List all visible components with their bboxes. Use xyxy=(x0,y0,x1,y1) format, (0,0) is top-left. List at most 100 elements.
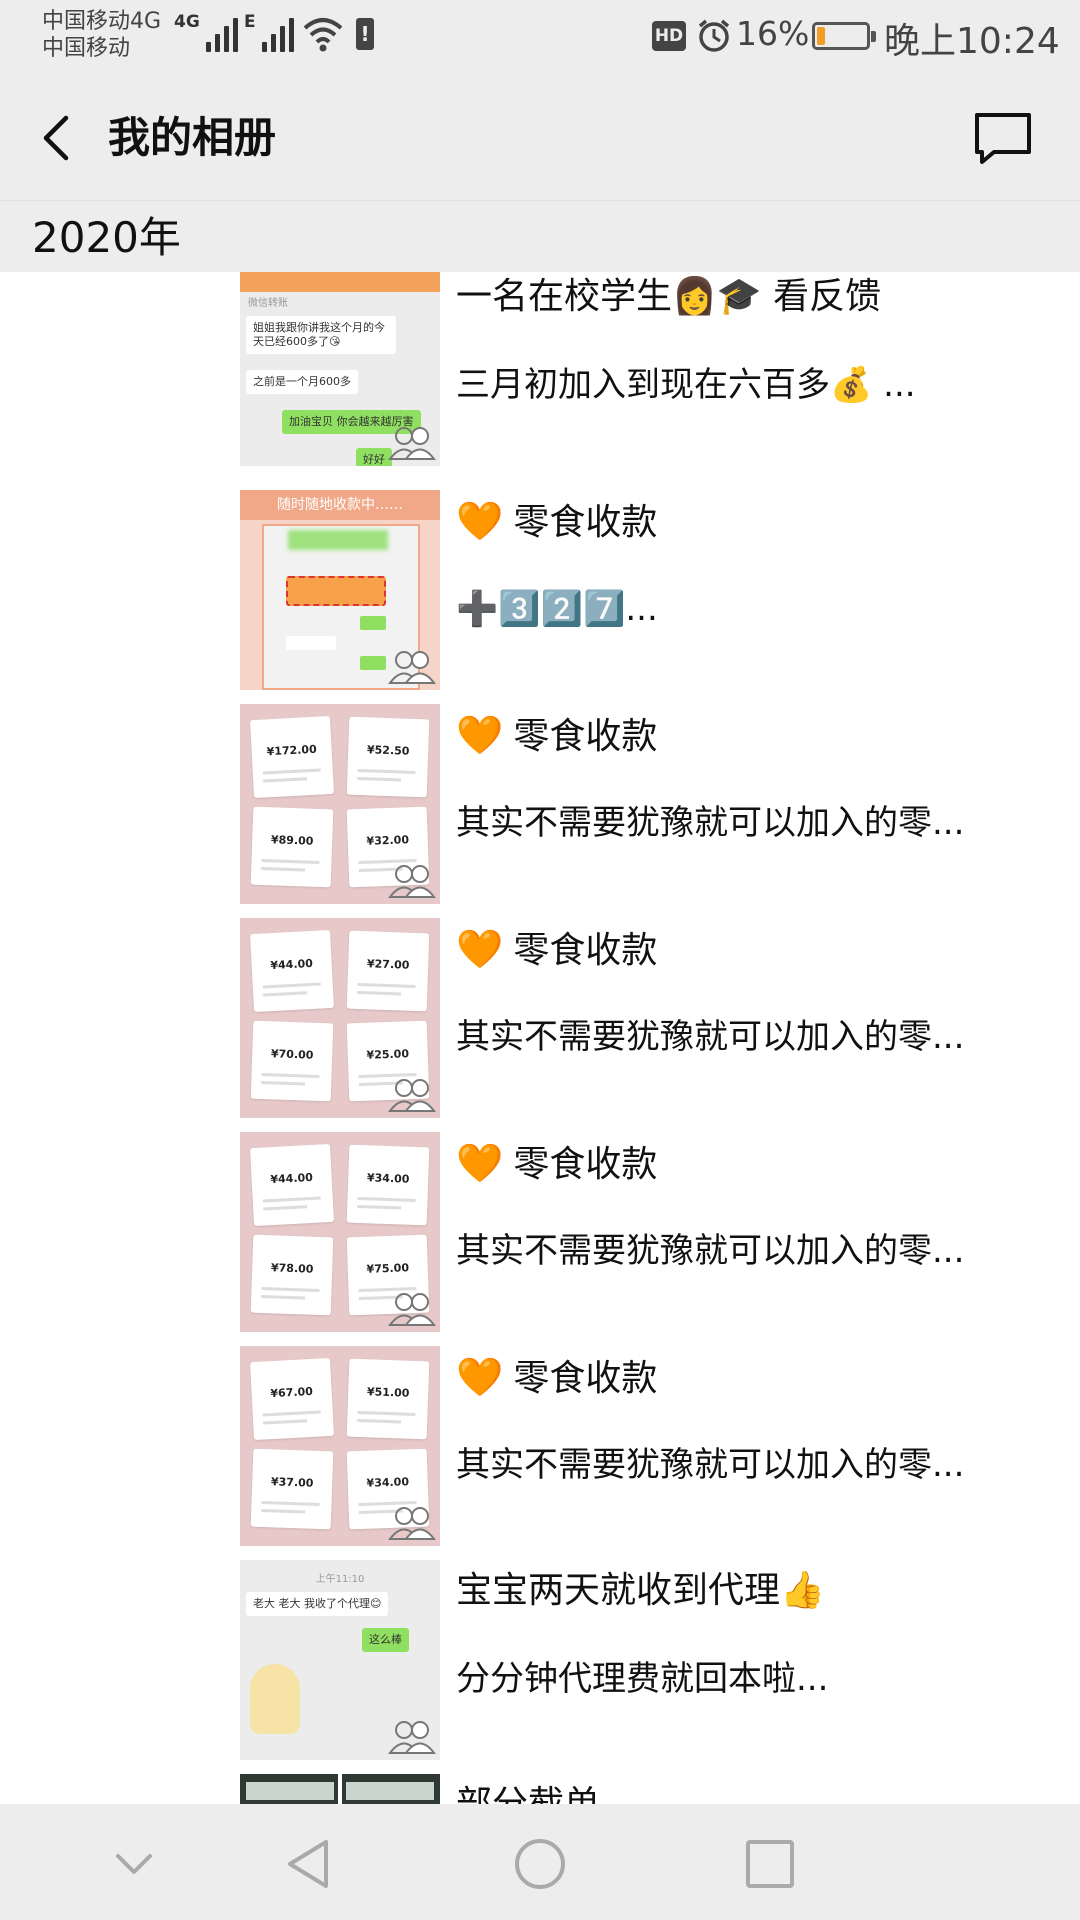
hd-badge: HD xyxy=(652,21,686,51)
chat-bubble: 老大 老大 我收了个代理😊 xyxy=(246,1592,389,1616)
album-post[interactable]: ¥67.00 ¥51.00 ¥37.00 ¥34.00 🧡零食收款 其实不需要犹… xyxy=(0,1346,1080,1546)
back-triangle-icon[interactable] xyxy=(280,1834,340,1894)
post-title: 🧡零食收款 xyxy=(456,1140,657,1188)
album-post[interactable]: 部分截单 xyxy=(0,1774,1080,1804)
chat-bubble: 好好 xyxy=(356,448,392,466)
network-type-2: E xyxy=(244,12,256,32)
post-title-text: 零食收款 xyxy=(513,930,658,971)
visibility-group-icon xyxy=(388,1293,436,1326)
chat-bubble: 姐姐我跟你讲我这个月的今天已经600多了😘 xyxy=(246,316,396,354)
post-caption: 分分钟代理费就回本啦... xyxy=(456,1659,829,1699)
status-bar: 中国移动4G 中国移动 4G E HD 16% 晚上10:24 xyxy=(0,0,1080,76)
post-title-text: 零食收款 xyxy=(513,716,658,757)
post-title: 🧡零食收款 xyxy=(456,926,657,974)
year-section-header: 2020年 xyxy=(0,200,1080,272)
amount-label: ¥67.00 xyxy=(270,1384,314,1401)
signal-icon: 4G xyxy=(174,12,238,52)
post-title-text: 零食收款 xyxy=(513,1358,658,1399)
home-circle-icon[interactable] xyxy=(510,1834,570,1894)
post-title: 🧡零食收款 xyxy=(456,498,657,546)
album-feed[interactable]: 微信转账 姐姐我跟你讲我这个月的今天已经600多了😘 之前是一个月600多 加油… xyxy=(0,272,1080,1804)
chat-bubble: 这么棒 xyxy=(362,1628,409,1652)
network-type-1: 4G xyxy=(174,12,200,32)
amount-label: ¥44.00 xyxy=(270,956,314,973)
amount-label: ¥172.00 xyxy=(266,742,318,759)
post-thumbnail[interactable]: ¥44.00 ¥34.00 ¥78.00 ¥75.00 xyxy=(240,1132,440,1332)
chat-bubble: 之前是一个月600多 xyxy=(246,370,358,394)
app-header: 我的相册 xyxy=(0,76,1080,200)
battery-icon xyxy=(812,22,876,50)
amount-label: ¥78.00 xyxy=(270,1261,314,1276)
orange-heart-icon: 🧡 xyxy=(456,1355,504,1399)
album-post[interactable]: ¥44.00 ¥27.00 ¥70.00 ¥25.00 🧡零食收款 其实不需要犹… xyxy=(0,918,1080,1118)
post-thumbnail[interactable]: ¥67.00 ¥51.00 ¥37.00 ¥34.00 xyxy=(240,1346,440,1546)
signal-icon-2: E xyxy=(244,12,294,52)
post-title: 宝宝两天就收到代理👍 xyxy=(456,1570,825,1611)
orange-heart-icon: 🧡 xyxy=(456,713,504,757)
post-title: 🧡零食收款 xyxy=(456,712,657,760)
post-thumbnail[interactable]: ¥44.00 ¥27.00 ¥70.00 ¥25.00 xyxy=(240,918,440,1118)
album-post[interactable]: 上午11:10 老大 老大 我收了个代理😊 这么棒 宝宝两天就收到代理👍 分分钟… xyxy=(0,1560,1080,1760)
post-thumbnail[interactable]: 微信转账 姐姐我跟你讲我这个月的今天已经600多了😘 之前是一个月600多 加油… xyxy=(240,272,440,466)
visibility-group-icon xyxy=(388,427,436,460)
carrier-label: 中国移动4G 中国移动 xyxy=(42,8,161,62)
thumb-timestamp: 上午11:10 xyxy=(315,1574,365,1585)
back-arrow-icon[interactable] xyxy=(34,112,82,164)
visibility-group-icon xyxy=(388,1079,436,1112)
post-thumbnail[interactable]: ¥172.00 ¥52.50 ¥89.00 ¥32.00 xyxy=(240,704,440,904)
amount-label: ¥25.00 xyxy=(366,1047,410,1062)
system-nav-bar xyxy=(0,1804,1080,1920)
visibility-group-icon xyxy=(388,865,436,898)
battery-percent: 16% xyxy=(736,14,810,53)
amount-label: ¥32.00 xyxy=(366,833,410,848)
page-title: 我的相册 xyxy=(108,113,277,162)
wifi-icon xyxy=(303,18,343,52)
battery-level xyxy=(817,27,825,45)
recents-square-icon[interactable] xyxy=(740,1834,800,1894)
amount-label: ¥52.50 xyxy=(366,743,410,758)
post-title-text: 零食收款 xyxy=(513,502,658,543)
post-title-text: 零食收款 xyxy=(513,1144,658,1185)
amount-label: ¥37.00 xyxy=(270,1475,314,1490)
album-post[interactable]: ¥44.00 ¥34.00 ¥78.00 ¥75.00 🧡零食收款 其实不需要犹… xyxy=(0,1132,1080,1332)
post-caption: ➕3️⃣2️⃣7️⃣... xyxy=(456,589,658,629)
amount-label: ¥34.00 xyxy=(366,1171,410,1186)
carrier-1: 中国移动4G xyxy=(42,9,162,34)
alert-battery-icon xyxy=(356,18,374,50)
post-caption: 其实不需要犹豫就可以加入的零... xyxy=(456,803,965,843)
amount-label: ¥34.00 xyxy=(366,1475,410,1490)
post-title: 一名在校学生👩🎓 看反馈 xyxy=(456,276,882,317)
amount-label: ¥44.00 xyxy=(270,1170,314,1187)
post-caption: 其实不需要犹豫就可以加入的零... xyxy=(456,1231,965,1271)
year-label: 2020年 xyxy=(32,213,181,262)
thumb-banner: 随时随地收款中…… xyxy=(240,490,440,520)
visibility-group-icon xyxy=(388,1507,436,1540)
amount-label: ¥89.00 xyxy=(270,833,314,848)
alarm-icon xyxy=(698,19,730,52)
clock: 晚上10:24 xyxy=(884,21,1060,62)
post-thumbnail[interactable]: 随时随地收款中…… xyxy=(240,490,440,690)
amount-label: ¥51.00 xyxy=(366,1385,410,1400)
post-title: 🧡零食收款 xyxy=(456,1354,657,1402)
album-post[interactable]: ¥172.00 ¥52.50 ¥89.00 ¥32.00 🧡零食收款 其实不需要… xyxy=(0,704,1080,904)
post-thumbnail[interactable]: 上午11:10 老大 老大 我收了个代理😊 这么棒 xyxy=(240,1560,440,1760)
orange-heart-icon: 🧡 xyxy=(456,1141,504,1185)
post-title: 部分截单 xyxy=(456,1782,600,1804)
amount-label: ¥70.00 xyxy=(270,1047,314,1062)
orange-heart-icon: 🧡 xyxy=(456,927,504,971)
post-thumbnail[interactable] xyxy=(240,1774,440,1804)
message-icon[interactable] xyxy=(972,110,1034,168)
amount-label: ¥27.00 xyxy=(366,957,410,972)
album-post[interactable]: 微信转账 姐姐我跟你讲我这个月的今天已经600多了😘 之前是一个月600多 加油… xyxy=(0,272,1080,466)
visibility-group-icon xyxy=(388,1721,436,1754)
post-caption: 其实不需要犹豫就可以加入的零... xyxy=(456,1017,965,1057)
visibility-group-icon xyxy=(388,651,436,684)
cartoon-sticker xyxy=(250,1664,300,1734)
amount-label: ¥75.00 xyxy=(366,1261,410,1276)
album-post[interactable]: 随时随地收款中…… 🧡零食收款 ➕3️⃣2️⃣7️⃣... xyxy=(0,490,1080,690)
chevron-down-icon[interactable] xyxy=(104,1834,164,1894)
post-caption: 其实不需要犹豫就可以加入的零... xyxy=(456,1445,965,1485)
carrier-2: 中国移动 xyxy=(42,36,131,61)
post-caption: 三月初加入到现在六百多💰 ... xyxy=(456,365,916,405)
orange-heart-icon: 🧡 xyxy=(456,499,504,543)
